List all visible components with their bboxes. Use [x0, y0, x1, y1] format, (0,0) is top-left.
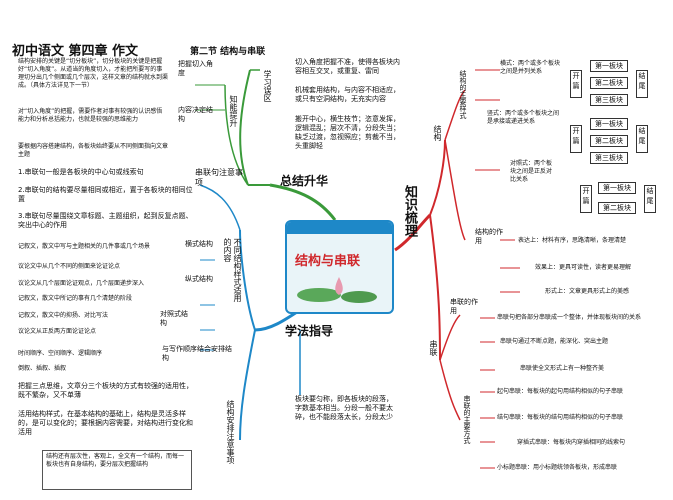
vertical-desc: 竖式：两个或多个板块之间是承接或递进关系: [487, 110, 560, 125]
order-1: 时间顺序、空间顺序、逻辑顺序: [18, 350, 103, 357]
diagram-b2-1: 第二板块: [590, 77, 628, 89]
structure-label: 结构: [433, 125, 442, 141]
tip-2: 2.串联句的结构要尽量相同或相近，置于各板块的相同位置: [18, 186, 193, 203]
vertical-label: 纵式结构: [185, 275, 213, 283]
branch-knowledge: 知识梳理: [402, 185, 417, 237]
diagram-b1-1: 第一板块: [590, 60, 628, 72]
mistake-3: 搬开中心，横生枝节；恣意发挥，逻辑混乱；层次不清，分段失当；缺乏过渡，忽视照应；…: [295, 115, 400, 150]
types-label: 结构的主要样式: [459, 70, 467, 119]
diagram-end-1: 结尾: [636, 70, 648, 98]
diagram-b2-3: 第二板块: [598, 202, 636, 214]
order-label: 与写作顺序结合安排结构: [162, 345, 232, 362]
link-label: 串联: [429, 340, 438, 356]
link-types-label: 串联的主要方式: [463, 395, 471, 444]
note-3: 结构还有层次性，客观上，全文有一个结构，而每一板块也有自身结构，要分层次把握结构: [42, 450, 192, 490]
diagram-end-2: 结尾: [636, 125, 648, 153]
tips-label: 串联句注意事项: [195, 168, 243, 187]
horizontal-desc: 横式：两个或多个板块之间是并列关系: [500, 60, 561, 75]
role-3: 形式上：文章更具形式上的美感: [545, 288, 630, 295]
link-role-label: 串联的作用: [450, 298, 478, 315]
label-knowledge-up: 知能提升: [229, 95, 238, 127]
contrast-label: 对照式结构: [160, 310, 188, 327]
diagram-end-3: 结尾: [644, 185, 656, 213]
diagram-open-2: 开篇: [570, 125, 582, 153]
header-section: 第二节 结构与串联: [190, 47, 266, 57]
diagram-b2-2: 第二板块: [590, 135, 628, 147]
summary-note-2: 对“切入角度”的把握，需要作者对事有较强的认识感悟能力和分析总括能力，也就是较强…: [18, 108, 163, 123]
link-type-1: 起句串联：每板块的起句用结构相似的句子串联: [497, 388, 624, 395]
role-2: 效果上：更具可读性，读者更易理解: [535, 264, 632, 271]
horizontal-2: 议论文中从几个不同的侧面来论证论点: [18, 263, 121, 270]
notes-label: 结构安排注意事项: [226, 400, 235, 464]
order-2: 倒叙、插叙、插叙: [18, 365, 67, 372]
header-title: 初中语文 第四章 作文: [12, 44, 139, 59]
structure-styles-label: 不同结构样式适用的内容: [223, 238, 242, 302]
contrast-2: 议论文从正反两方面论证论点: [18, 328, 97, 335]
center-title: 结构与串联: [295, 254, 361, 269]
horizontal-1: 记叙文，散文中写与主题相关的几件事或几个场景: [18, 243, 151, 250]
note-2: 活用结构样式，在基本结构的基础上，结构是灵活多样的，是可以变化的；要根据内容需要…: [18, 410, 193, 436]
branch-summary: 总结升华: [280, 174, 329, 188]
tip-3: 3.串联句尽量围绕文章标题、主题组织，起到反复点题、突出中心的作用: [18, 212, 193, 229]
summary-note-3: 要根据内容搭建结构，各板块始终要从不同侧面指向文章主题: [18, 143, 169, 158]
lotus-illustration: [297, 277, 377, 303]
vertical-2: 记叙文，散文中所记的事有几个清楚的阶段: [18, 295, 133, 302]
link-role-1: 串联句把各部分串联成一个整体，并体现板块间的关系: [497, 314, 642, 321]
role-label: 结构的作用: [475, 228, 503, 245]
label-mistakes: 学习误区: [263, 70, 272, 102]
label-content-structure: 内容决定结构: [178, 106, 213, 123]
link-role-2: 串联句通过不断点题，能深化、突出主题: [500, 338, 609, 345]
mistake-1: 切入角度把握不准，使得各板块内容相互交叉，或重复、雷同: [295, 58, 400, 75]
note-1: 把握三点思维，文章分三个板块的方式有较强的适用性，既不繁杂，又不单薄: [18, 382, 193, 399]
center-calendar-image: 结构与串联: [285, 220, 394, 314]
label-angle: 把握切入角度: [178, 60, 213, 77]
diagram-b1-3: 第一板块: [598, 182, 636, 194]
contrast-desc: 对照式：两个板块之间是正反对比关系: [510, 160, 553, 183]
role-1: 表达上：材料有序，思路清晰，条理清楚: [518, 237, 627, 244]
tip-1: 1.串联句一般是各板块的中心句或线索句: [18, 168, 144, 176]
link-type-4: 小标题串联：用小标题统领各板块，形成串联: [497, 464, 618, 471]
diagram-open-3: 开篇: [580, 185, 592, 213]
diagram-b1-2: 第一板块: [590, 118, 628, 130]
branch-methods: 学法指导: [285, 324, 334, 338]
link-type-2: 结句串联：每板块的结句用结构相似的句子串联: [497, 414, 624, 421]
diagram-open-1: 开篇: [570, 70, 582, 98]
horizontal-label: 横式结构: [185, 240, 213, 248]
diagram-b3-1: 第三板块: [590, 94, 628, 106]
contrast-1: 记叙文，散文中的抑扬、对比写法: [18, 312, 109, 319]
mistake-2: 机械套用结构，与内容不相适应，或只有空洞结构，无充实内容: [295, 86, 400, 103]
summary-note-1: 结构安排的关键是“切分板块”，切分板块的关键是把握好“切入角度”。从道当的角度切…: [18, 58, 169, 89]
vertical-1: 议论文从几个层面论证观点，几个层面递步深入: [18, 280, 145, 287]
link-type-3: 穿插式串联：每板块内穿插相同的线索句: [517, 439, 626, 446]
diagram-b3-2: 第三板块: [590, 152, 628, 164]
link-role-3: 串联使全文形式上有一种整齐美: [520, 365, 605, 372]
bottom-note: 板块要匀称，即各板块的段落，字数基本相当。分段一般不要太碎，也不能段落太长，分段…: [295, 395, 393, 421]
